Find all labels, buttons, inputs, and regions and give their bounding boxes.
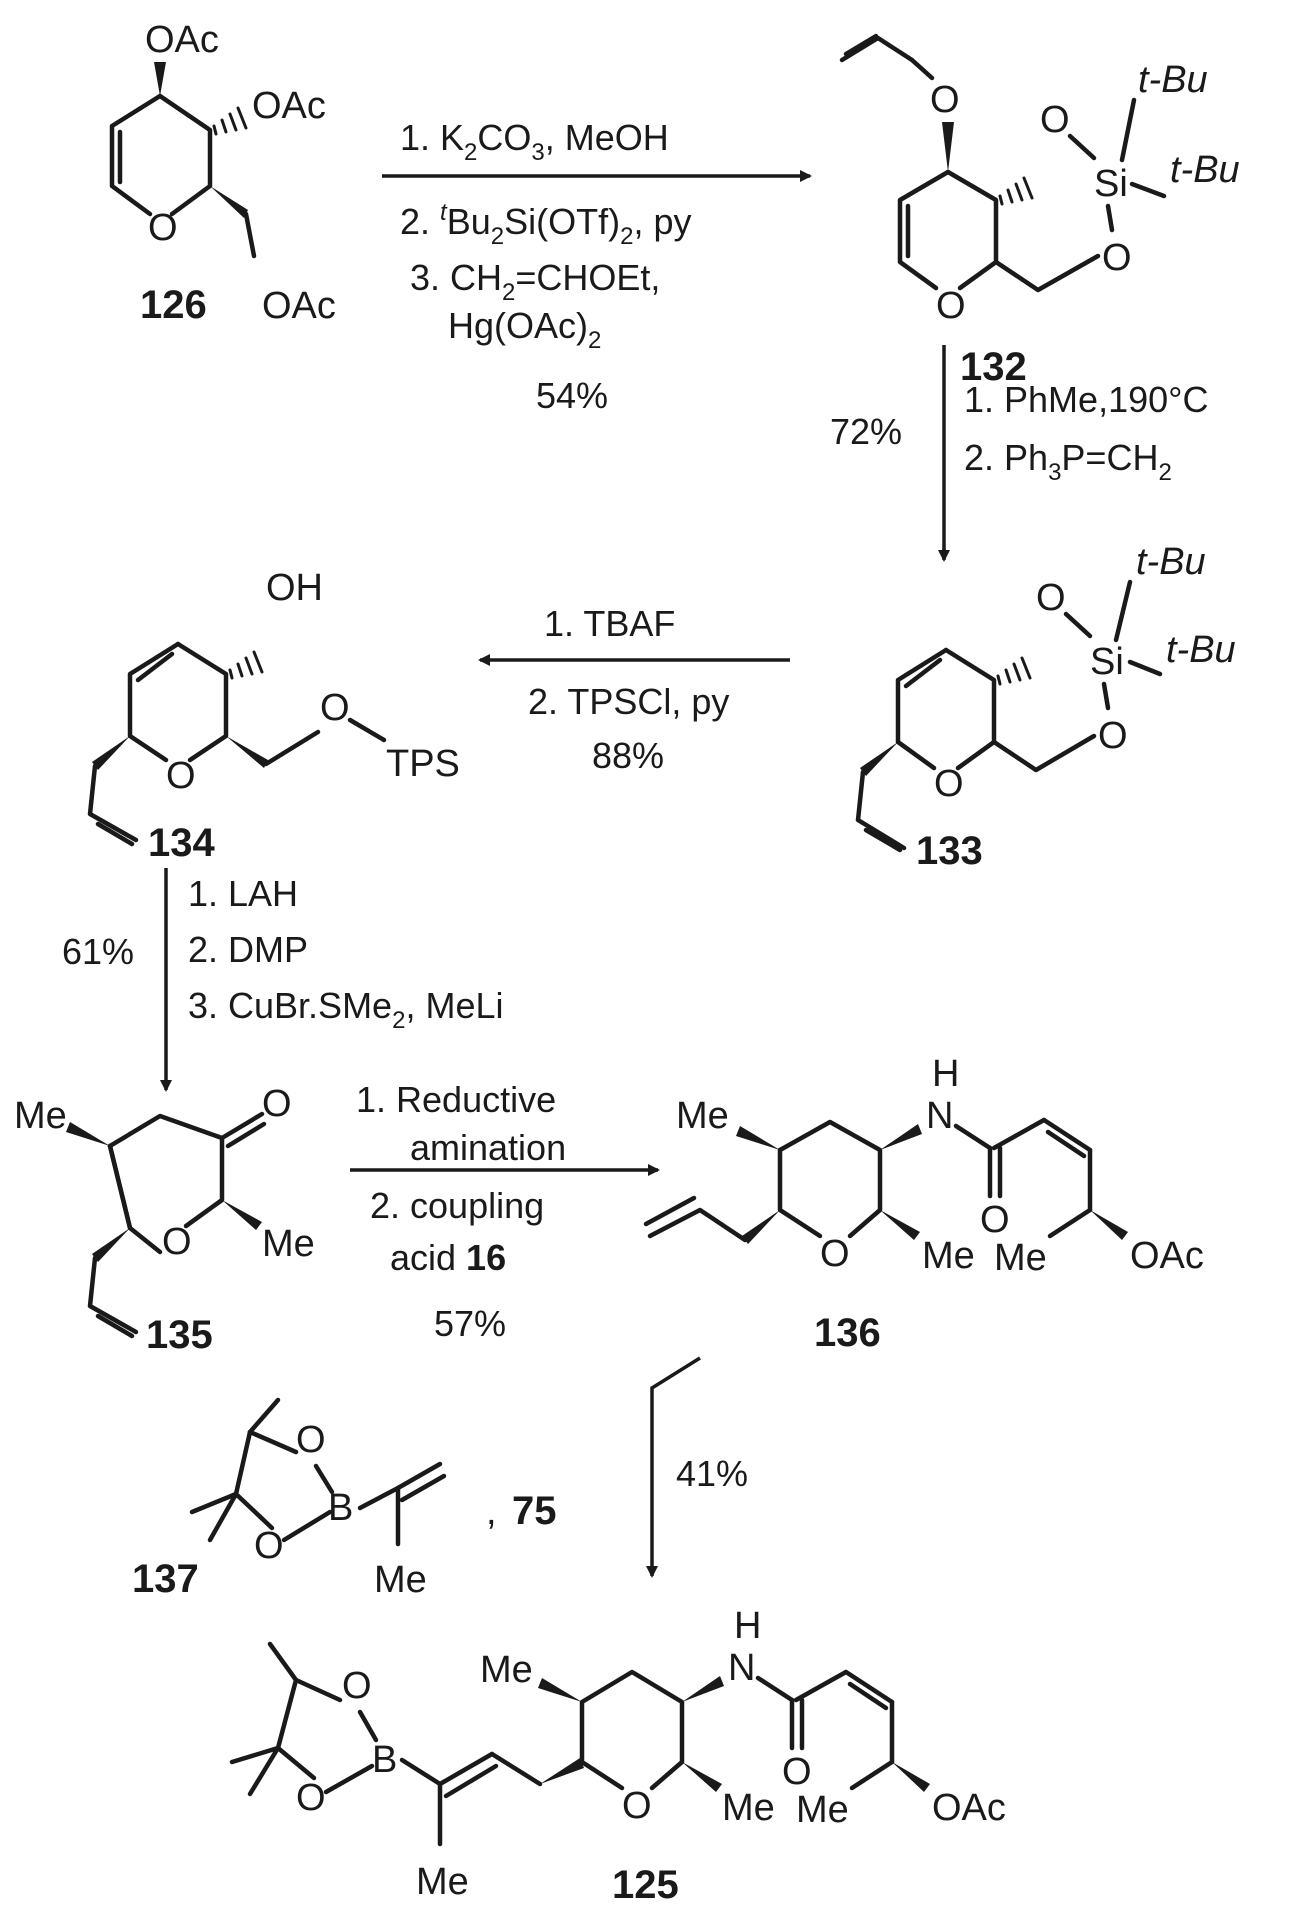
dioxaborolane-oxygen: O (342, 1665, 372, 1707)
methyl-label: Me (374, 1559, 427, 1601)
compound-137: O O B Me , 75 137 (132, 1397, 557, 1601)
silyl-oxygen: O (1036, 577, 1066, 619)
yield-label: 61% (62, 931, 134, 972)
silicon-atom: Si (1090, 641, 1124, 683)
compound-125: O O B Me O Me Me N H O Me (229, 1605, 1006, 1907)
svg-text:2. tBu2Si(OTf)2, py: 2. tBu2Si(OTf)2, py (400, 199, 691, 250)
ring-oxygen: O (162, 1221, 192, 1263)
silyl-oxygen: O (1040, 99, 1070, 141)
compound-label: 135 (146, 1313, 213, 1357)
nitrogen-atom: N (926, 1095, 953, 1137)
compound-label: 134 (148, 821, 215, 865)
reaction-arrow (646, 1356, 701, 1578)
conditions-step4: 1. LAH 2. DMP 3. CuBr.SMe2, MeLi 61% (62, 873, 504, 1034)
compound-133: O O Si t-Bu t-Bu O 133 (855, 541, 1236, 873)
ketone-oxygen: O (262, 1083, 292, 1125)
hashed-bond (998, 176, 1034, 206)
ether-oxygen: O (930, 79, 960, 121)
svg-text:1. Reductive: 1. Reductive (356, 1079, 556, 1120)
hashed-bond (996, 656, 1032, 686)
svg-text:1. PhMe,190°C: 1. PhMe,190°C (964, 379, 1209, 420)
hashed-bond (228, 650, 264, 680)
boron-atom: B (328, 1487, 353, 1529)
silyl-oxygen: O (1102, 237, 1132, 279)
oac-label: OAc (1130, 1235, 1204, 1277)
svg-text:Hg(OAc)2: Hg(OAc)2 (448, 305, 601, 354)
svg-text:1. K2CO3, MeOH: 1. K2CO3, MeOH (400, 117, 669, 166)
yield-label: 88% (592, 735, 664, 776)
ring-oxygen: O (622, 1785, 652, 1827)
hydroxyl-label: OH (266, 567, 323, 609)
methyl-label: Me (796, 1789, 849, 1831)
silicon-atom: Si (1094, 163, 1128, 205)
separator: , (486, 1491, 497, 1533)
hydrogen-atom: H (932, 1053, 959, 1095)
tps-label: TPS (386, 743, 460, 785)
compound-134: O OH O TPS 134 (87, 567, 460, 865)
methyl-label: Me (922, 1235, 975, 1277)
oac-label: OAc (252, 85, 326, 127)
tbu-label: t-Bu (1170, 149, 1240, 191)
boron-atom: B (372, 1739, 397, 1781)
dioxaborolane-oxygen: O (254, 1525, 284, 1567)
ether-oxygen: O (320, 687, 350, 729)
conditions-step5: 1. Reductive amination 2. coupling acid … (356, 1079, 566, 1344)
ring-oxygen: O (936, 285, 966, 327)
compound-label: 136 (814, 1311, 881, 1355)
yield-label: 41% (676, 1453, 748, 1494)
svg-text:1. LAH: 1. LAH (188, 873, 298, 914)
hydrogen-atom: H (734, 1605, 761, 1647)
svg-text:2. coupling: 2. coupling (370, 1185, 544, 1226)
dioxaborolane-oxygen: O (296, 1777, 326, 1819)
svg-text:amination: amination (410, 1127, 566, 1168)
carbonyl-oxygen: O (782, 1751, 812, 1793)
conditions-step1: 1. K2CO3, MeOH 2. tBu2Si(OTf)2, py 3. CH… (400, 117, 691, 416)
methyl-label: Me (480, 1649, 533, 1691)
yield-label: 57% (434, 1303, 506, 1344)
oac-label: OAc (262, 285, 336, 327)
compound-label: 75 (512, 1489, 557, 1533)
svg-text:2. Ph3P=CH2: 2. Ph3P=CH2 (964, 437, 1172, 486)
methyl-label: Me (262, 1223, 315, 1265)
compound-136: O Me Me N H O Me OAc 136 (643, 1053, 1204, 1355)
compound-label: 125 (612, 1863, 679, 1907)
nitrogen-atom: N (728, 1647, 755, 1689)
ring-oxygen: O (820, 1233, 850, 1275)
compound-label: 126 (140, 283, 207, 327)
ring-oxygen: O (166, 755, 196, 797)
compound-label: 132 (960, 345, 1027, 389)
carbonyl-oxygen: O (980, 1199, 1010, 1241)
methyl-label: Me (994, 1237, 1047, 1279)
compound-label: 133 (916, 829, 983, 873)
compound-132: O O O Si t-Bu t-Bu O 132 (839, 33, 1240, 389)
oac-label: OAc (932, 1787, 1006, 1829)
methyl-label: Me (722, 1787, 775, 1829)
tbu-label: t-Bu (1138, 59, 1208, 101)
svg-text:acid 16: acid 16 (390, 1237, 506, 1278)
ring-oxygen: O (934, 763, 964, 805)
tbu-label: t-Bu (1136, 541, 1206, 583)
ring-oxygen: O (148, 207, 178, 249)
conditions-step3: 1. TBAF 2. TPSCl, py 88% (528, 603, 729, 776)
svg-text:1. TBAF: 1. TBAF (544, 603, 675, 644)
svg-text:2. DMP: 2. DMP (188, 929, 308, 970)
svg-text:3. CuBr.SMe2, MeLi: 3. CuBr.SMe2, MeLi (188, 985, 504, 1034)
svg-text:3. CH2=CHOEt,: 3. CH2=CHOEt, (410, 257, 660, 306)
compound-126: OAc OAc O OAc 126 (109, 19, 336, 327)
hashed-bond (212, 106, 248, 136)
compound-label: 137 (132, 1557, 199, 1601)
tbu-label: t-Bu (1166, 629, 1236, 671)
yield-label: 54% (536, 375, 608, 416)
dioxaborolane-oxygen: O (296, 1419, 326, 1461)
oac-label: OAc (145, 19, 219, 61)
compound-135: O O Me Me 135 (14, 1083, 315, 1357)
svg-text:2. TPSCl, py: 2. TPSCl, py (528, 681, 729, 722)
methyl-label: Me (676, 1095, 729, 1137)
silyl-oxygen: O (1098, 715, 1128, 757)
yield-label: 72% (830, 411, 902, 452)
methyl-label: Me (416, 1861, 469, 1903)
methyl-label: Me (14, 1095, 67, 1137)
conditions-step2: 1. PhMe,190°C 2. Ph3P=CH2 72% (830, 379, 1209, 486)
